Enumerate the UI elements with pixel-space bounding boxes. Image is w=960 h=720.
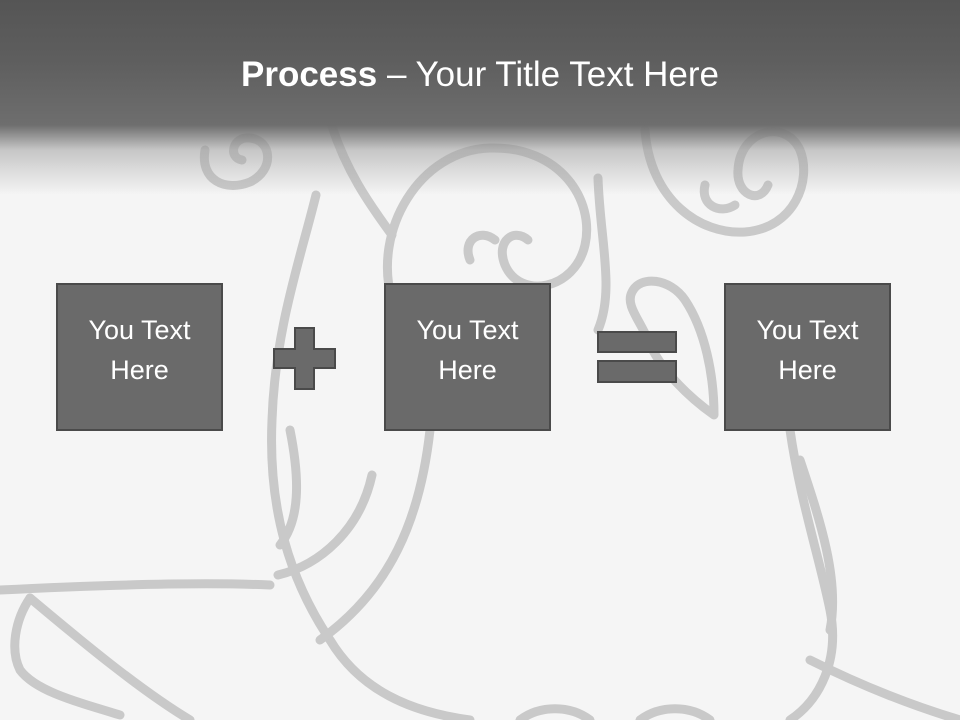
title-strong: Process	[241, 55, 378, 94]
equals-icon	[597, 331, 677, 383]
process-box-3: You Text Here	[724, 283, 891, 431]
title-band	[0, 0, 960, 200]
process-box-1-text: You Text Here	[88, 315, 191, 385]
title-rest: – Your Title Text Here	[377, 55, 719, 94]
slide-title: Process – Your Title Text Here	[0, 52, 960, 98]
process-box-3-text: You Text Here	[756, 315, 859, 385]
plus-icon	[273, 327, 336, 390]
process-box-1: You Text Here	[56, 283, 223, 431]
process-box-2: You Text Here	[384, 283, 551, 431]
process-box-2-text: You Text Here	[416, 315, 519, 385]
